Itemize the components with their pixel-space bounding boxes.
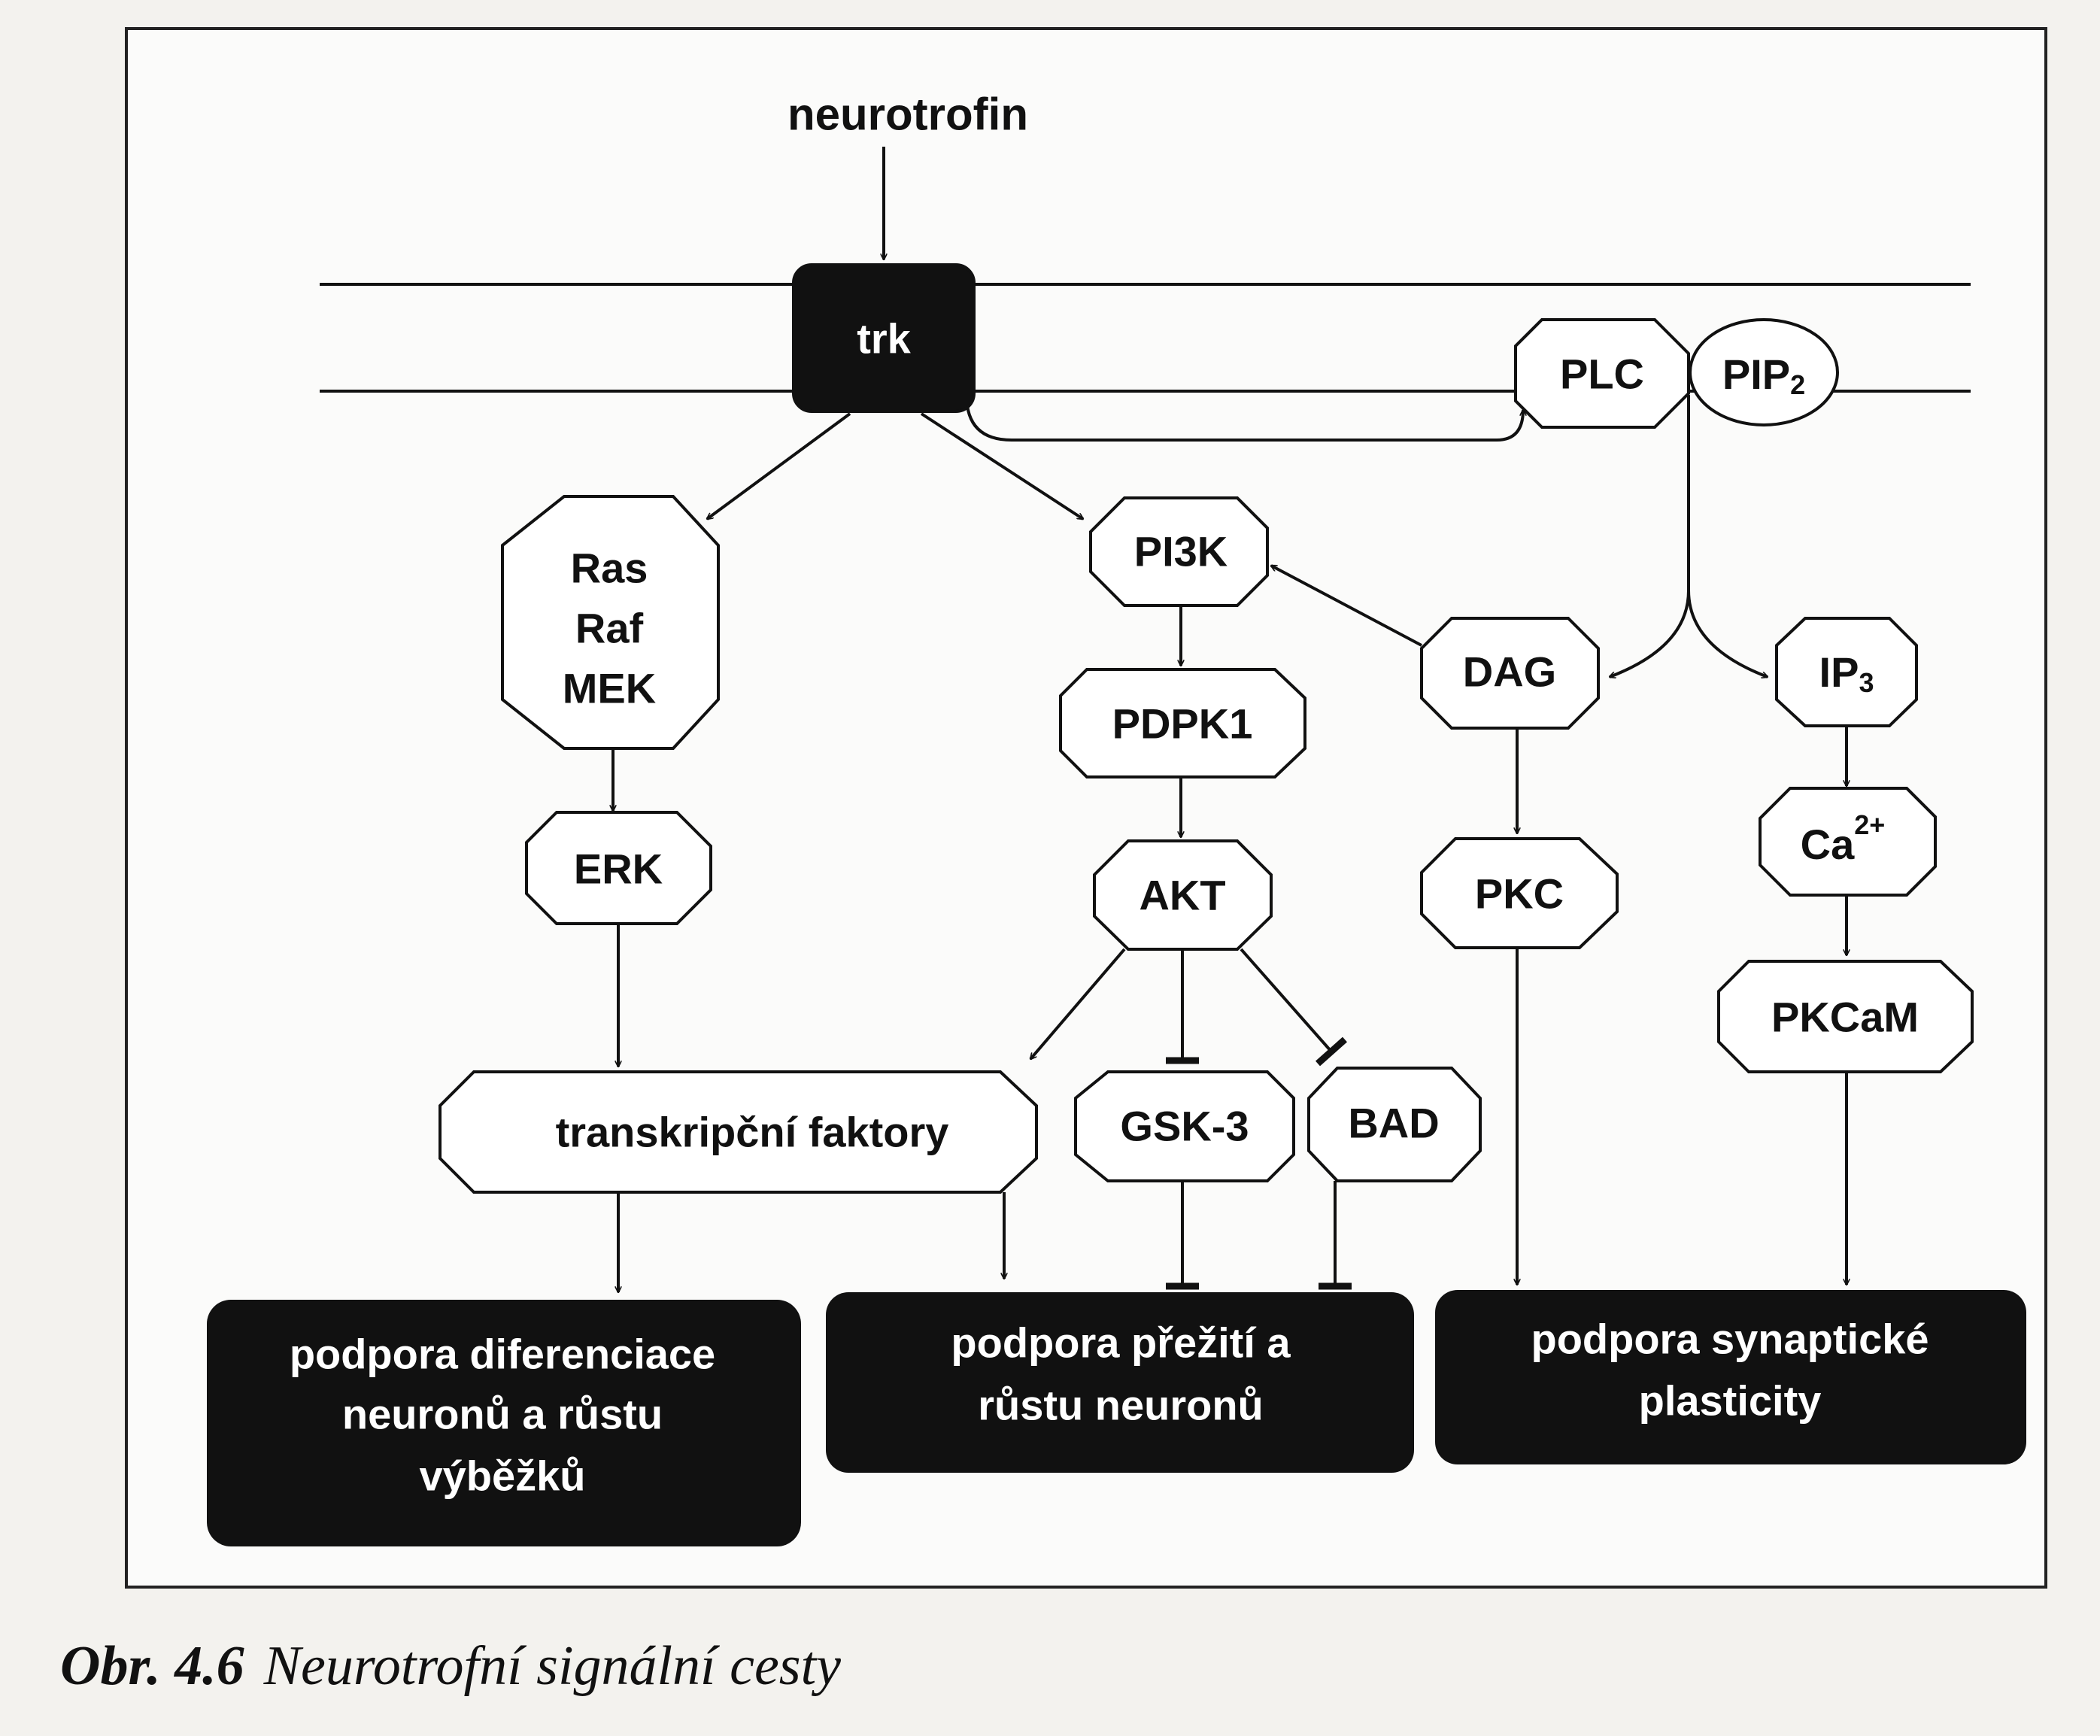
plc-node <box>1514 318 1690 429</box>
erk-node <box>525 811 712 925</box>
arrow-trk-ras <box>707 412 851 520</box>
outcome-differentiation-line1: podpora diferenciace <box>290 1331 715 1378</box>
ca-label: Ca2+ <box>1801 809 1886 868</box>
caption-label: Obr. 4.6 <box>60 1635 244 1697</box>
outcome-differentiation-line3: výběžků <box>420 1452 586 1500</box>
plc-label: PLC <box>1560 351 1644 398</box>
pi3k-node <box>1089 496 1269 607</box>
erk-label: ERK <box>574 845 663 893</box>
outcome-survival <box>826 1292 1414 1473</box>
arrow-trk-pi3k <box>920 412 1083 520</box>
mek-label: MEK <box>563 665 656 712</box>
activation-arrows <box>613 147 1847 1292</box>
arrow-dag-pi3k <box>1271 564 1422 647</box>
ca-node <box>1759 787 1937 897</box>
akt-node <box>1093 839 1273 951</box>
pdpk1-label: PDPK1 <box>1112 700 1253 748</box>
dag-label: DAG <box>1463 648 1556 696</box>
ip3-subscript: 3 <box>1859 667 1874 698</box>
ca-superscript: 2+ <box>1854 809 1885 840</box>
akt-label: AKT <box>1139 872 1225 919</box>
gsk3-node <box>1074 1070 1295 1182</box>
ip3-node <box>1775 617 1918 727</box>
pip2-subscript: 2 <box>1790 369 1805 400</box>
bad-node <box>1307 1067 1482 1182</box>
gsk3-label: GSK-3 <box>1120 1103 1249 1150</box>
outcome-differentiation <box>207 1300 801 1546</box>
pkc-label: PKC <box>1475 870 1564 918</box>
pkcam-label: PKCaM <box>1771 994 1919 1041</box>
ip3-label: IP3 <box>1819 648 1874 698</box>
pip2-label: PIP2 <box>1722 351 1805 400</box>
caption-text: Neurotrofní signální cesty <box>263 1635 842 1697</box>
figure-caption: Obr. 4.6 Neurotrofní signální cesty <box>60 1635 841 1697</box>
neurotrofin-label: neurotrofin <box>788 90 1028 140</box>
trk-label: trk <box>857 315 911 363</box>
inhibition-connectors <box>1166 948 1352 1290</box>
outcome-plasticity <box>1435 1290 2026 1464</box>
outcome-differentiation-line2: neuronů a růstu <box>342 1391 663 1438</box>
pdpk1-node <box>1059 668 1306 778</box>
outcome-survival-line2: růstu neuronů <box>978 1382 1264 1429</box>
raf-label: Raf <box>575 605 644 652</box>
transcription-factors-label: transkripční faktory <box>556 1109 949 1156</box>
pi3k-label: PI3K <box>1134 528 1228 575</box>
outcome-survival-line1: podpora přežití a <box>951 1319 1291 1367</box>
trk-receptor <box>792 263 976 413</box>
arrow-akt-transcription <box>1030 948 1126 1059</box>
ras-raf-mek-node <box>501 495 720 750</box>
arrow-trk-plc <box>965 394 1523 442</box>
bad-label: BAD <box>1348 1100 1439 1147</box>
arrow-pip2-ip3 <box>1687 590 1768 677</box>
outcome-plasticity-line2: plasticity <box>1639 1377 1822 1425</box>
ras-label: Ras <box>571 545 648 592</box>
outcome-plasticity-line1: podpora synaptické <box>1531 1316 1929 1363</box>
transcription-factors-node <box>439 1070 1038 1194</box>
dag-node <box>1420 617 1600 730</box>
pip2-node <box>1689 318 1839 426</box>
pkc-node <box>1420 837 1619 949</box>
pkcam-node <box>1717 960 1974 1073</box>
